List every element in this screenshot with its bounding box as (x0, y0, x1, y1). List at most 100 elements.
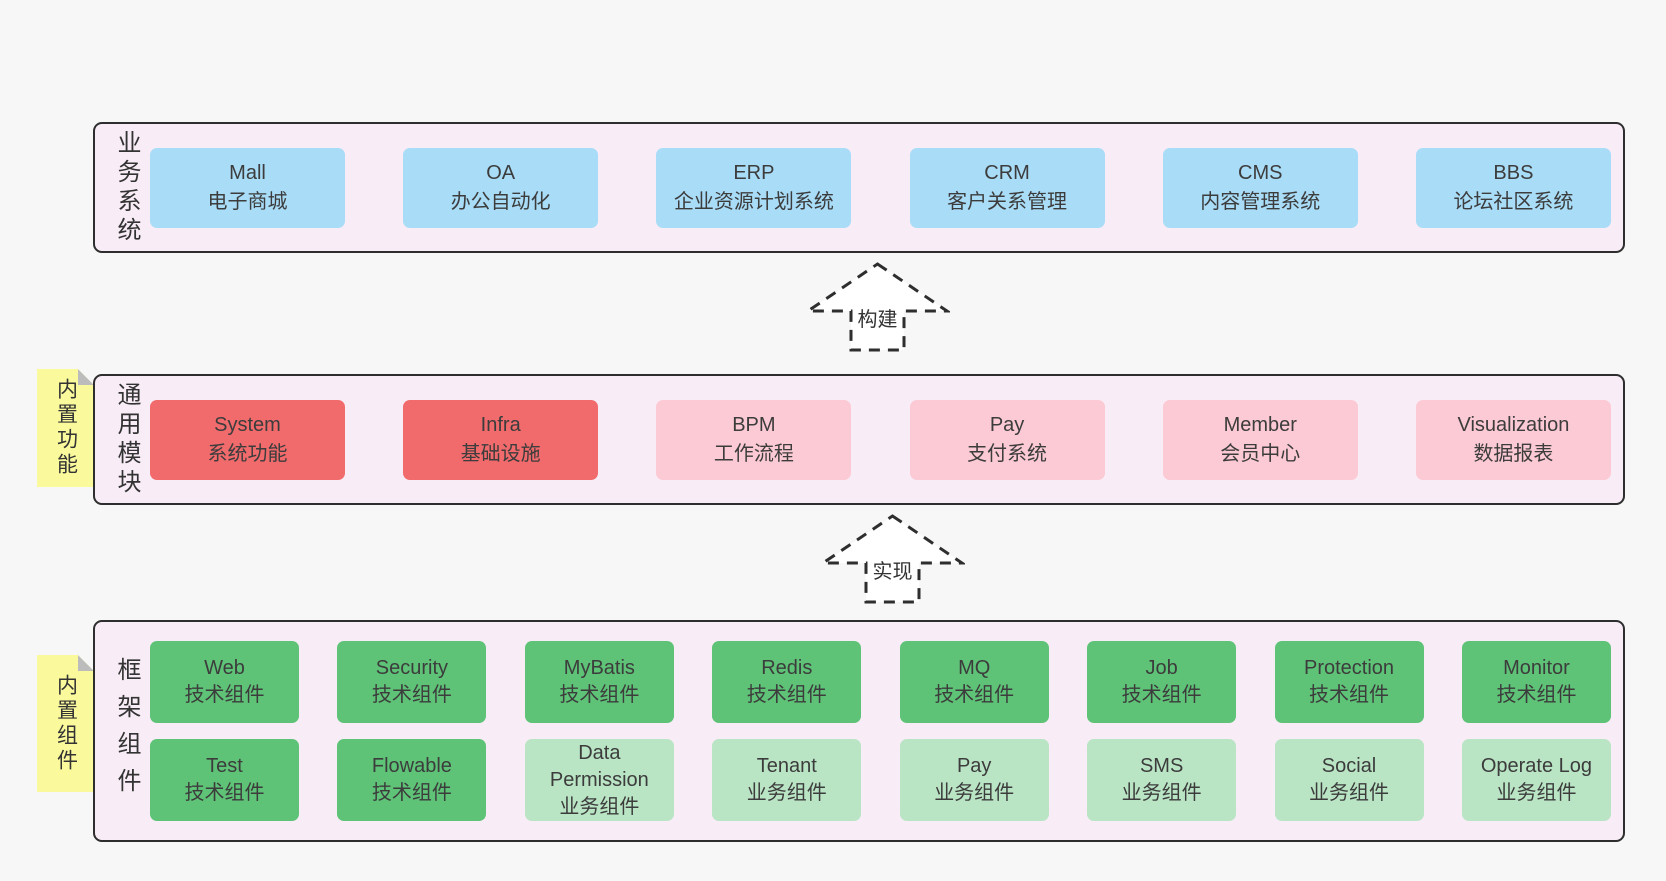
components-row-1: Web 技术组件 Security 技术组件 MyBatis 技术组件 Redi… (150, 641, 1611, 723)
box-subtitle: 技术组件 (1309, 684, 1390, 706)
box-title: Security (375, 657, 449, 679)
panel-framework-components: 框架组件 Web 技术组件 Security 技术组件 MyBatis 技术组件… (93, 620, 1625, 842)
box-monitor: Monitor 技术组件 (1461, 641, 1611, 723)
sticky-label: 内置功能 (54, 378, 78, 478)
box-social: Social 业务组件 (1274, 739, 1424, 821)
box-redis: Redis 技术组件 (712, 641, 862, 723)
box-protection: Protection 技术组件 (1274, 641, 1424, 723)
box-subtitle: 技术组件 (1496, 684, 1577, 706)
box-bbs: BBS 论坛社区系统 (1415, 147, 1611, 228)
components-grid: Web 技术组件 Security 技术组件 MyBatis 技术组件 Redi… (150, 641, 1611, 821)
box-member: Member 会员中心 (1162, 399, 1358, 480)
box-subtitle: 技术组件 (184, 684, 265, 706)
box-mall: Mall 电子商城 (150, 147, 345, 228)
box-tenant: Tenant 业务组件 (712, 739, 862, 821)
box-subtitle: 业务组件 (559, 795, 640, 818)
box-title: Tenant (756, 755, 817, 777)
box-title: Flowable (371, 755, 452, 777)
box-title: Operate Log (1480, 755, 1593, 777)
box-web: Web 技术组件 (150, 641, 299, 723)
box-pay-component: Pay 业务组件 (899, 739, 1049, 821)
panel-common-modules: 通用模块 System 系统功能 Infra 基础设施 BPM 工作流程 Pay… (93, 374, 1625, 505)
box-subtitle: 业务组件 (1121, 782, 1202, 804)
box-title: Visualization (1457, 413, 1570, 436)
box-subtitle: 基础设施 (460, 442, 541, 465)
box-title: BBS (1493, 161, 1534, 184)
box-title: Mall (229, 161, 266, 184)
sticky-label: 内置组件 (54, 673, 78, 774)
box-flowable: Flowable 技术组件 (337, 739, 487, 821)
box-subtitle: 支付系统 (967, 442, 1048, 465)
box-title: Job (1145, 657, 1178, 679)
box-subtitle: 技术组件 (184, 782, 265, 804)
box-title: MyBatis (563, 657, 635, 679)
box-title: CMS (1238, 161, 1283, 184)
box-title: Pay (989, 413, 1025, 436)
box-subtitle: 业务组件 (1496, 782, 1577, 804)
box-job: Job 技术组件 (1087, 641, 1237, 723)
box-title: Protection (1304, 657, 1395, 679)
modules-boxes-row: System 系统功能 Infra 基础设施 BPM 工作流程 Pay 支付系统… (150, 376, 1611, 503)
box-mq: MQ 技术组件 (899, 641, 1049, 723)
box-subtitle: 技术组件 (559, 684, 640, 706)
panel-business-systems: 业务系统 Mall 电子商城 OA 办公自动化 ERP 企业资源计划系统 CRM… (93, 122, 1625, 253)
vertical-label-framework-components: 框架组件 (113, 657, 140, 805)
sticky-built-in-features: 内置功能 (37, 369, 94, 487)
arrow-build: 构建 (805, 261, 950, 353)
box-title: Test (206, 755, 243, 777)
box-pay-system: Pay 支付系统 (909, 399, 1105, 480)
box-title: MQ (958, 657, 991, 679)
box-system: System 系统功能 (150, 399, 345, 480)
box-title: Infra (480, 413, 521, 436)
vertical-label-common-modules: 通用模块 (113, 381, 140, 498)
box-crm: CRM 客户关系管理 (909, 147, 1105, 228)
box-title: Data Permission (549, 741, 649, 791)
box-title: SMS (1139, 755, 1184, 777)
box-subtitle: 技术组件 (371, 782, 452, 804)
folded-corner-icon (78, 655, 94, 671)
box-visualization: Visualization 数据报表 (1415, 399, 1611, 480)
box-subtitle: 技术组件 (746, 684, 827, 706)
box-erp: ERP 企业资源计划系统 (656, 147, 852, 228)
box-title: System (214, 413, 281, 436)
box-subtitle: 工作流程 (713, 442, 794, 465)
box-title: Member (1223, 413, 1297, 436)
box-infra: Infra 基础设施 (403, 399, 599, 480)
box-subtitle: 办公自动化 (450, 190, 551, 213)
box-bpm: BPM 工作流程 (656, 399, 852, 480)
box-subtitle: 论坛社区系统 (1453, 190, 1574, 213)
box-subtitle: 会员中心 (1220, 442, 1301, 465)
arrow-implement: 实现 (820, 513, 965, 605)
box-test: Test 技术组件 (150, 739, 299, 821)
arrow-build-label: 构建 (854, 303, 901, 332)
box-title: Pay (956, 755, 992, 777)
box-title: Web (204, 657, 245, 679)
sticky-built-in-components: 内置组件 (37, 655, 94, 792)
box-title: ERP (733, 161, 775, 184)
box-subtitle: 数据报表 (1473, 442, 1554, 465)
box-title: CRM (984, 161, 1030, 184)
box-subtitle: 技术组件 (934, 684, 1015, 706)
box-mybatis: MyBatis 技术组件 (524, 641, 674, 723)
components-row-2: Test 技术组件 Flowable 技术组件 Data Permission … (150, 739, 1611, 821)
box-sms: SMS 业务组件 (1087, 739, 1237, 821)
business-boxes-row: Mall 电子商城 OA 办公自动化 ERP 企业资源计划系统 CRM 客户关系… (150, 124, 1611, 251)
box-title: Monitor (1503, 657, 1570, 679)
box-subtitle: 技术组件 (1121, 684, 1202, 706)
box-operate-log: Operate Log 业务组件 (1461, 739, 1611, 821)
box-security: Security 技术组件 (337, 641, 487, 723)
box-subtitle: 业务组件 (746, 782, 827, 804)
arrow-implement-label: 实现 (869, 555, 916, 584)
box-subtitle: 企业资源计划系统 (673, 190, 834, 213)
box-title: Redis (761, 657, 813, 679)
box-title: Social (1321, 755, 1377, 777)
box-subtitle: 内容管理系统 (1200, 190, 1321, 213)
box-oa: OA 办公自动化 (403, 147, 599, 228)
vertical-label-business-systems: 业务系统 (113, 129, 140, 246)
box-title: OA (486, 161, 516, 184)
box-subtitle: 业务组件 (1309, 782, 1390, 804)
box-cms: CMS 内容管理系统 (1162, 147, 1358, 228)
box-subtitle: 技术组件 (371, 684, 452, 706)
box-title: BPM (732, 413, 776, 436)
